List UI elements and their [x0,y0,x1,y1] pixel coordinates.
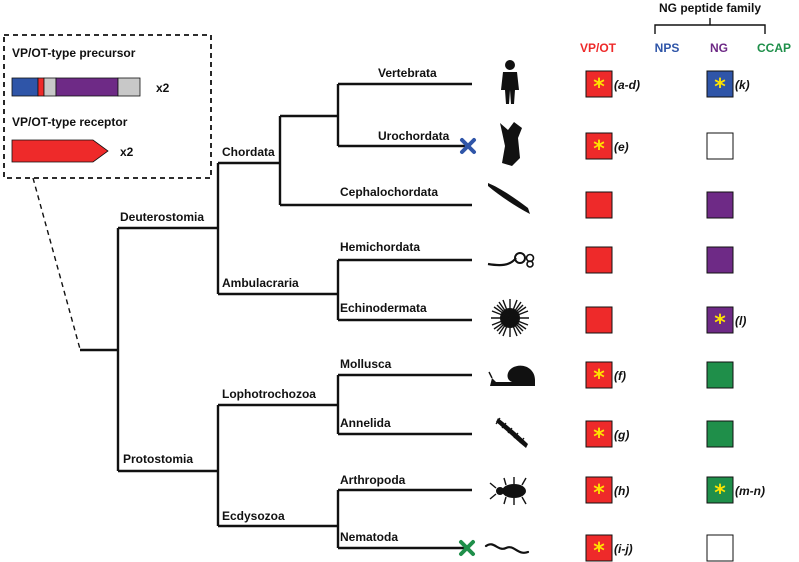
legend-box: VP/OT-type precursor x2 VP/OT-type recep… [3,34,212,350]
ccap-header: CCAP [757,41,791,55]
ng-family-title: NG peptide family [659,1,761,15]
ng-family-box [706,476,734,504]
ng-family-box [706,306,734,334]
star-icon: * [714,481,726,506]
clade-label-lophotrochozoa: Lophotrochozoa [222,387,316,401]
star-icon: * [593,481,605,506]
clade-label-protostomia: Protostomia [123,452,193,466]
taxon-labels: Vertebrata Urochordata Cephalochordata H… [340,66,450,544]
taxon-label: Cephalochordata [340,185,438,199]
star-icon: * [593,366,605,391]
loss-cross-icon [460,138,476,154]
vpot-reference: (i-j) [614,542,633,556]
vpot-box [585,476,613,504]
nematode-icon [484,543,530,554]
annelid-icon [495,417,528,448]
precursor-segment-end [117,77,141,97]
taxon-label: Hemichordata [340,240,420,254]
receptor-label: VP/OT-type receptor [12,115,128,129]
star-icon: * [593,425,605,450]
ng-family-reference: (m-n) [735,484,765,498]
vpot-box [585,191,613,219]
star-icon: * [593,539,605,562]
ng-family-box [706,534,734,562]
ng-family-reference: (k) [735,78,750,92]
clade-label-deuterostomia: Deuterostomia [120,210,204,224]
clade-labels: Deuterostomia Protostomia Chordata Ambul… [120,145,316,523]
star-icon: * [714,75,726,100]
precursor-segment-vpot [37,77,45,97]
precursor-segment-ng [55,77,119,97]
precursor-segment-spacer [43,77,57,97]
vpot-reference: (f) [614,369,626,383]
receptor-arrow-icon [11,139,109,163]
precursor-segment-nps [11,77,39,97]
taxon-label: Arthropoda [340,473,406,487]
loss-cross-icon [459,540,475,556]
ng-family-box [706,70,734,98]
legend-connector [32,177,81,350]
vpot-box [585,132,613,160]
vpot-header: VP/OT [580,41,617,55]
vpot-box [585,70,613,98]
beetle-icon [489,477,527,505]
vpot-box [585,246,613,274]
vpot-reference: (h) [614,484,629,498]
vpot-reference: (g) [614,428,629,442]
ng-family-box [706,246,734,274]
ng-family-box [706,191,734,219]
taxon-label: Mollusca [340,357,392,371]
tunicate-icon [500,122,522,166]
receptor-multiplier: x2 [120,145,134,159]
clade-label-ambulacraria: Ambulacraria [222,276,299,290]
ng-family-box [706,420,734,448]
human-icon [501,60,519,104]
clade-label-chordata: Chordata [222,145,275,159]
star-icon: * [714,311,726,336]
vpot-box [585,420,613,448]
taxon-label: Echinodermata [340,301,427,315]
vpot-box [585,361,613,389]
organism-icons [484,60,535,554]
ng-family-box [706,361,734,389]
amphioxus-icon [488,183,530,214]
taxon-label: Annelida [340,416,391,430]
column-headers: NG peptide family VP/OT NPS NG CCAP [580,1,791,55]
precursor-label: VP/OT-type precursor [12,46,136,60]
tree-branches [80,82,472,550]
ng-family-box [706,132,734,160]
sea-urchin-icon [491,299,529,337]
taxon-label: Vertebrata [378,66,437,80]
presence-grid: * (a-d) * (k) * (e) * (l) * (f) * (g) * (h) * (m-n) * (i-… [585,70,765,562]
vpot-reference: (a-d) [614,78,640,92]
family-bracket [654,24,766,34]
ng-family-reference: (l) [735,314,746,328]
taxon-label: Nematoda [340,530,398,544]
vpot-box [585,534,613,562]
precursor-bar [11,77,141,97]
acorn-worm-icon [487,252,535,268]
star-icon: * [593,137,605,162]
nps-header: NPS [655,41,680,55]
star-icon: * [593,75,605,100]
clade-label-ecdysozoa: Ecdysozoa [222,509,285,523]
vpot-box [585,306,613,334]
snail-icon [488,365,535,386]
vpot-reference: (e) [614,140,629,154]
taxon-label: Urochordata [378,129,450,143]
ng-header: NG [710,41,728,55]
precursor-multiplier: x2 [156,81,170,95]
gene-loss-markers [459,138,476,556]
